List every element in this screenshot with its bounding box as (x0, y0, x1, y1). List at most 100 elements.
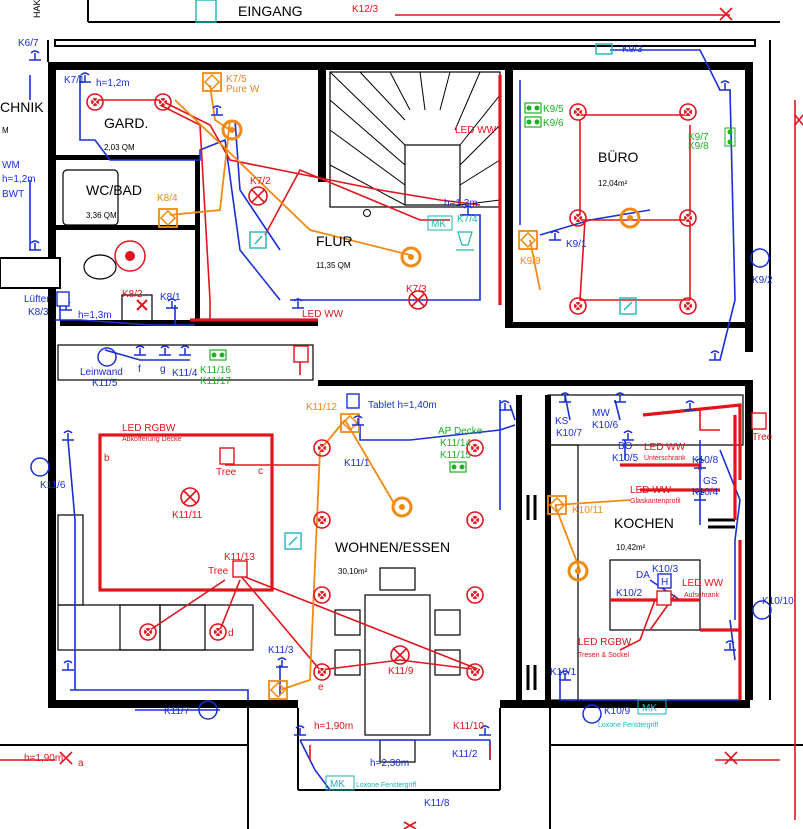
green-sensors (209, 102, 736, 473)
label-k11-10: K11/10 (453, 721, 484, 732)
label-k7-1: K7/1 (64, 75, 85, 86)
blue-labels: K6/7 K7/1 h=1,2m WM h=1,2m BWT K9/3 h=1,… (2, 38, 794, 809)
wiring-orange (169, 84, 631, 691)
cyan-markers (195, 0, 637, 550)
staircase (329, 71, 501, 217)
label-k10-7: K10/7 (556, 428, 583, 439)
room-buero: BÜRO (598, 148, 639, 165)
label-mk2: MK (330, 779, 345, 790)
label-ap-decke: AP Decke (438, 426, 483, 437)
room-wohnen-area: 30,10m² (338, 567, 368, 576)
label-led-ww-glas: LED WW (630, 485, 672, 496)
label-k7-3: K7/3 (406, 284, 427, 295)
label-g: g (160, 364, 166, 375)
label-k12-3: K12/3 (352, 4, 379, 15)
label-loxone-fenster: Loxone Fenstergriff (356, 782, 416, 789)
label-k10-8: K10/8 (692, 455, 719, 466)
label-k11-15: K11/15 (440, 450, 471, 461)
label-k11-4: K11/4 (172, 368, 198, 379)
label-e: e (318, 682, 324, 693)
room-wcbad-area: 3,36 QM (86, 211, 117, 220)
room-eingang: EINGANG (238, 3, 303, 19)
label-k9-3: K9/3 (622, 44, 643, 55)
wiring-blue (29, 49, 741, 791)
label-k11-13: K11/13 (224, 552, 255, 563)
label-k10-3: K10/3 (652, 564, 679, 575)
label-k8-4: K8/4 (157, 193, 178, 204)
label-k10-1: K10/1 (550, 667, 577, 678)
label-k11-17: K11/17 (200, 376, 231, 387)
label-k11-9: K11/9 (388, 666, 414, 677)
label-k11-11: K11/11 (172, 510, 203, 521)
label-k8-3: K8/3 (28, 307, 49, 318)
label-led-ww2: LED WW (302, 309, 344, 320)
room-labels: EINGANG CHNIK M GARD. 2,03 QM WC/BAD 3,3… (0, 0, 674, 576)
label-k11-2: K11/2 (452, 749, 478, 760)
label-h12: h=1,2m (96, 78, 130, 89)
wiring-red (0, 14, 796, 820)
label-k11-16: K11/16 (200, 365, 231, 376)
label-mw: MW (592, 408, 610, 419)
label-h13b: h=1,3m (78, 310, 112, 321)
room-buero-area: 12,04m² (598, 179, 628, 188)
red-x-markers (59, 7, 803, 829)
label-k11-6: K11/6 (40, 480, 66, 491)
label-f: f (138, 364, 141, 375)
label-h190b: h=1,90m (24, 753, 63, 764)
label-mk3: MK (642, 703, 657, 714)
label-k7-2: K7/2 (250, 176, 271, 187)
label-k10-5: K10/5 (612, 453, 639, 464)
label-k9-5: K9/5 (543, 104, 564, 115)
label-k9-9: K9/9 (520, 256, 541, 267)
label-k9-7: K9/7 (688, 132, 709, 143)
label-k11-8: K11/8 (424, 798, 450, 809)
label-k11-12: K11/12 (306, 402, 337, 413)
label-led-rgbw: LED RGBW (122, 423, 176, 434)
label-k9-2: K9/2 (752, 275, 773, 286)
label-k9-8: K9/8 (688, 141, 709, 152)
label-k9-6: K9/6 (543, 118, 564, 129)
label-k9-1: K9/1 (566, 239, 587, 250)
label-mk: MK (431, 219, 446, 230)
room-flur: FLUR (316, 233, 353, 249)
room-flur-area: 11,35 QM (316, 261, 351, 270)
label-k10-4: K10/4 (692, 487, 719, 498)
label-abkofferung: Abkofferung Decke (122, 436, 182, 443)
wiring-red-thick (98, 75, 742, 700)
label-led-rgbw2: LED RGBW (578, 637, 632, 648)
label-gs: GS (703, 476, 718, 487)
label-luefter: Lüfter (24, 294, 50, 305)
label-k7-4: K7/4 (457, 214, 478, 225)
label-led-ww: LED WW (455, 125, 497, 136)
label-ks: KS (555, 416, 569, 427)
label-h12b: h=1,2m (2, 174, 36, 185)
label-led-ww-auf: LED WW (682, 578, 724, 589)
label-da: DA (636, 570, 650, 581)
label-tablet: Tablet h=1,40m (368, 400, 437, 411)
label-k11-7: K11/7 (164, 706, 190, 717)
ap-ceiling-lamp (456, 231, 474, 251)
label-k8-1: K8/1 (160, 292, 181, 303)
label-a: a (78, 758, 84, 769)
label-d: d (228, 628, 234, 639)
label-k11-14: K11/14 (440, 438, 471, 449)
label-tree3: Tree (752, 432, 773, 443)
label-leinwand: Leinwand (80, 367, 123, 378)
label-bo: BO (618, 441, 633, 452)
label-c: c (258, 466, 263, 477)
cyan-labels: MK K7/4 MK Loxone Fenstergriff MK Loxone… (325, 214, 667, 791)
label-h: H (661, 577, 668, 588)
label-pure-w: Pure W (226, 84, 260, 95)
label-k10-9: K10/9 (604, 706, 631, 717)
label-tree2: Tree (208, 566, 229, 577)
room-gard-area: 2,03 QM (104, 143, 135, 152)
label-k8-2: K8/2 (122, 289, 143, 300)
room-kochen-area: 10,42m² (616, 543, 646, 552)
label-k7-5: K7/5 (226, 74, 247, 85)
label-bwt: BWT (2, 189, 24, 200)
label-k10-2: K10/2 (616, 588, 643, 599)
label-led-ww-unter: LED WW (644, 442, 686, 453)
room-wcbad: WC/BAD (86, 182, 142, 198)
ceiling-lamps-x (114, 186, 428, 665)
